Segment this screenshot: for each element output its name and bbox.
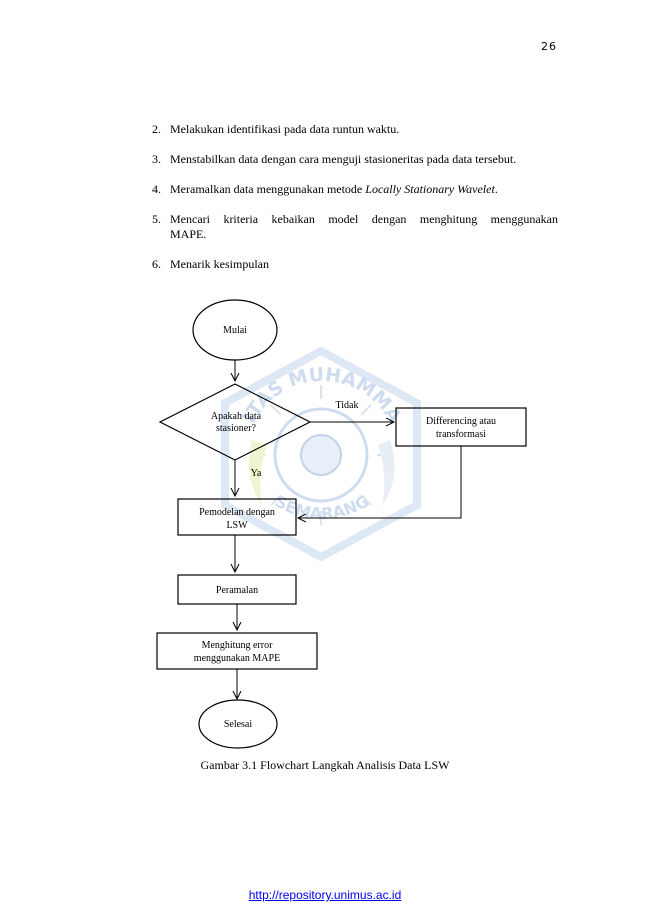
list-item: 6. Menarik kesimpulan xyxy=(152,257,558,272)
step-text: Meramalkan data menggunakan metode Local… xyxy=(152,182,558,197)
step-text-part: . xyxy=(494,182,498,196)
repository-link[interactable]: http://repository.unimus.ac.id xyxy=(248,888,402,902)
transform-label-line2: transformasi xyxy=(436,429,486,440)
list-item: 5. Mencari kriteria kebaikan model denga… xyxy=(152,212,558,227)
seal-right-leaves xyxy=(378,440,395,507)
error-label-line1: Menghitung error xyxy=(202,640,273,651)
step-text: Menarik kesimpulan xyxy=(170,257,269,271)
forecast-label: Peramalan xyxy=(216,585,258,596)
step-text-continuation: MAPE. xyxy=(170,227,207,241)
seal-emblem-center xyxy=(300,434,342,476)
forecast-process-box: Peramalan xyxy=(177,574,297,605)
error-process-box: Menghitung error menggunakan MAPE xyxy=(156,632,318,670)
step-number: 3. xyxy=(152,152,161,166)
step-number: 2. xyxy=(152,122,161,136)
error-label-line2: menggunakan MAPE xyxy=(194,653,280,664)
step-text-italic: Locally Stationary Wavelet xyxy=(365,182,495,196)
end-terminal: Selesai xyxy=(198,699,278,749)
step-number: 4. xyxy=(152,182,161,196)
seal-bottom-text: SEMARANG xyxy=(272,491,372,523)
list-item: 2. Melakukan identifikasi pada data runt… xyxy=(152,122,558,137)
seal-left-leaves xyxy=(248,440,267,505)
step-text: Mencari kriteria kebaikan model dengan m… xyxy=(170,212,558,226)
step-number: 5. xyxy=(152,212,161,226)
list-item: 4. Meramalkan data menggunakan metode Lo… xyxy=(152,182,558,197)
step-text: Melakukan identifikasi pada data runtun … xyxy=(170,122,400,136)
list-item-continuation: MAPE. xyxy=(152,227,558,242)
step-text: Menstabilkan data dengan cara menguji st… xyxy=(170,152,517,166)
university-seal-watermark: ITAS MUHAMMA SEMARANG xyxy=(221,346,421,562)
analysis-steps-list: 2. Melakukan identifikasi pada data runt… xyxy=(152,122,558,272)
step-text-part: Meramalkan data menggunakan metode xyxy=(170,182,366,196)
list-item: 3. Menstabilkan data dengan cara menguji… xyxy=(152,152,558,167)
transform-label-line1: Differencing atau xyxy=(426,416,496,427)
step-number: 6. xyxy=(152,257,161,271)
end-label: Selesai xyxy=(224,719,253,730)
figure-caption: Gambar 3.1 Flowchart Langkah Analisis Da… xyxy=(200,758,450,772)
page-number: 26 xyxy=(541,40,557,53)
start-label: Mulai xyxy=(223,325,247,336)
